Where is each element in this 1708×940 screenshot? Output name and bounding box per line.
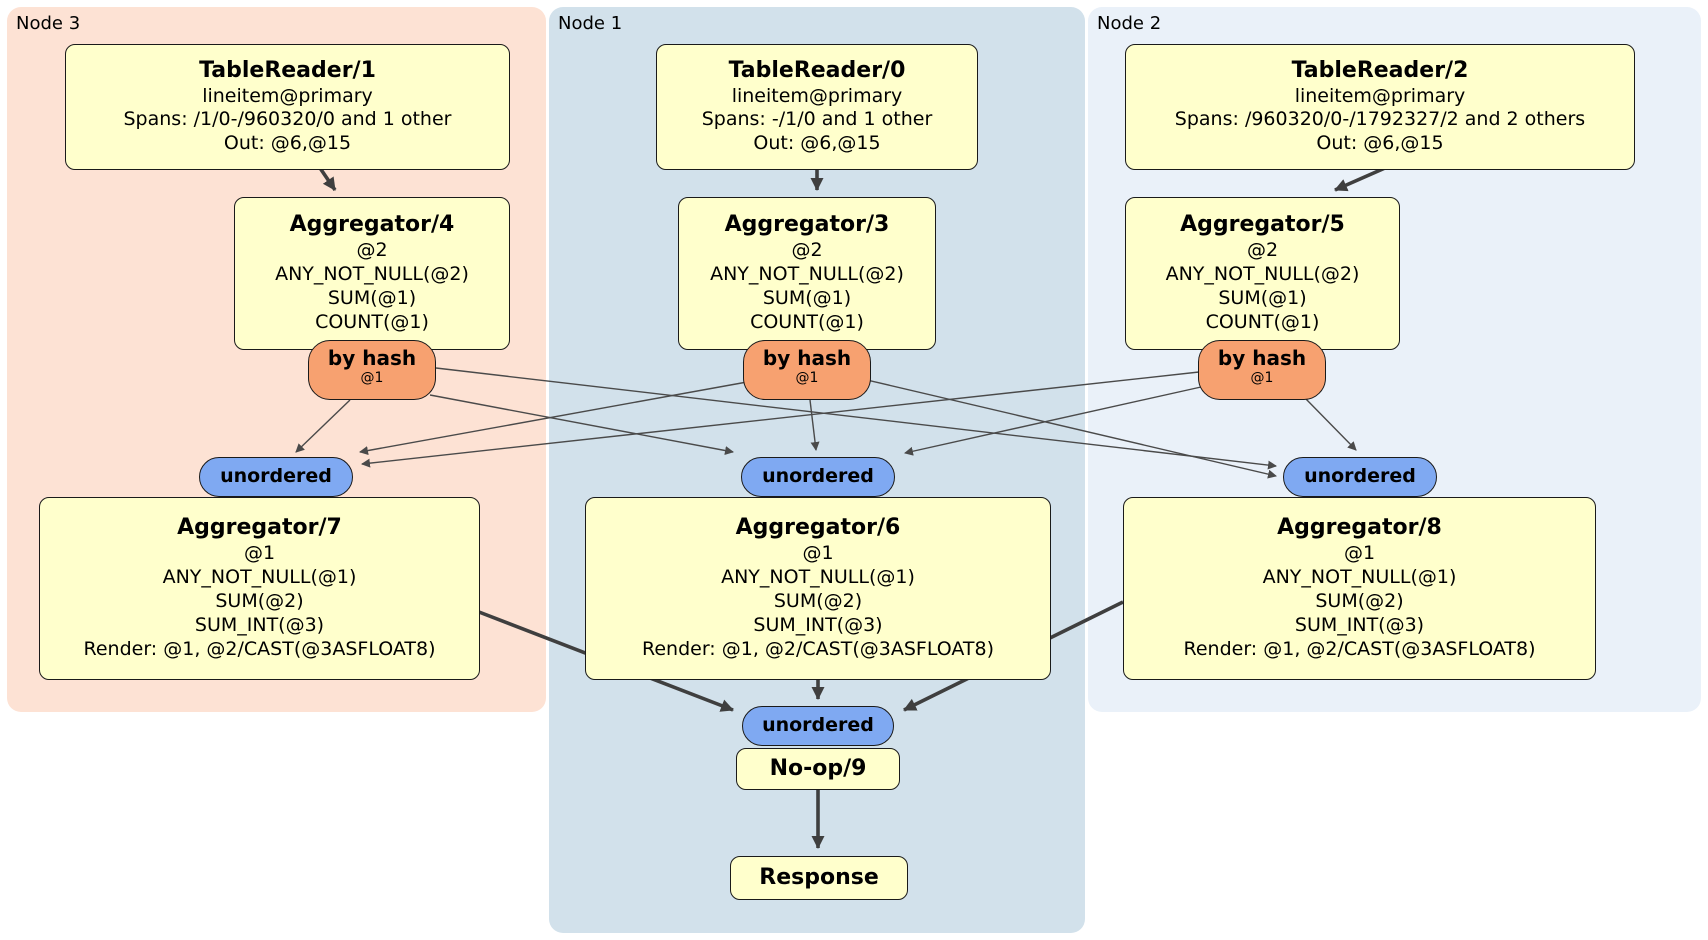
aggregator-3-box: Aggregator/3 @2 ANY_NOT_NULL(@2) SUM(@1)… bbox=[678, 197, 936, 350]
tablereader-0-box: TableReader/0 lineitem@primary Spans: -/… bbox=[656, 44, 978, 170]
aggregator-4-box: Aggregator/4 @2 ANY_NOT_NULL(@2) SUM(@1)… bbox=[234, 197, 510, 350]
op-detail-line: Spans: /960320/0-/1792327/2 and 2 others bbox=[1174, 108, 1586, 131]
node1-label: Node 1 bbox=[558, 13, 623, 34]
op-title: TableReader/1 bbox=[199, 57, 376, 83]
unordered-sync-pill: unordered bbox=[741, 457, 895, 497]
hash-router-pill: by hash @1 bbox=[743, 340, 871, 400]
op-title: Aggregator/6 bbox=[735, 515, 901, 541]
op-detail-line: SUM(@1) bbox=[1218, 286, 1307, 309]
op-detail-line: SUM(@1) bbox=[762, 286, 852, 309]
node2-label: Node 2 bbox=[1097, 13, 1162, 34]
op-detail-line: Render: @1, @2/CAST(@3ASFLOAT8) bbox=[1183, 637, 1536, 660]
op-detail-line: lineitem@primary bbox=[1294, 84, 1466, 107]
op-title: Aggregator/3 bbox=[724, 212, 890, 238]
op-detail-line: lineitem@primary bbox=[731, 84, 903, 107]
op-detail-line: SUM(@2) bbox=[1315, 589, 1404, 612]
unordered-sync-pill: unordered bbox=[199, 457, 353, 497]
hash-router-pill: by hash @1 bbox=[1198, 340, 1326, 400]
aggregator-6-box: Aggregator/6 @1 ANY_NOT_NULL(@1) SUM(@2)… bbox=[585, 497, 1051, 680]
tablereader-2-box: TableReader/2 lineitem@primary Spans: /9… bbox=[1125, 44, 1635, 170]
op-detail-line: SUM(@2) bbox=[773, 589, 863, 612]
op-detail-line: Out: @6,@15 bbox=[1316, 132, 1444, 155]
unordered-sync-pill: unordered bbox=[742, 706, 894, 746]
op-detail-line: ANY_NOT_NULL(@2) bbox=[275, 262, 469, 285]
op-detail-line: @1 bbox=[1343, 542, 1376, 565]
router-detail: @1 bbox=[795, 370, 819, 386]
op-detail-line: Out: @6,@15 bbox=[223, 132, 352, 155]
op-detail-line: SUM_INT(@3) bbox=[194, 613, 325, 636]
hash-router-pill: by hash @1 bbox=[308, 340, 436, 400]
op-title: Aggregator/8 bbox=[1277, 515, 1442, 541]
op-detail-line: Out: @6,@15 bbox=[753, 132, 881, 155]
op-detail-line: ANY_NOT_NULL(@1) bbox=[1262, 566, 1457, 588]
noop-9-box: No-op/9 bbox=[736, 748, 900, 790]
aggregator-7-box: Aggregator/7 @1 ANY_NOT_NULL(@1) SUM(@2)… bbox=[39, 497, 480, 680]
aggregator-5-box: Aggregator/5 @2 ANY_NOT_NULL(@2) SUM(@1)… bbox=[1125, 197, 1400, 350]
op-detail-line: SUM_INT(@3) bbox=[1294, 613, 1425, 636]
op-detail-line: @2 bbox=[791, 239, 823, 262]
op-detail-line: SUM(@2) bbox=[215, 589, 304, 612]
node3-label: Node 3 bbox=[16, 13, 81, 34]
response-box: Response bbox=[730, 856, 908, 900]
op-detail-line: ANY_NOT_NULL(@1) bbox=[721, 566, 915, 588]
op-detail-line: Spans: -/1/0 and 1 other bbox=[701, 108, 933, 131]
op-detail-line: lineitem@primary bbox=[202, 84, 373, 107]
op-title: Aggregator/7 bbox=[177, 515, 342, 541]
op-detail-line: SUM(@1) bbox=[327, 286, 417, 309]
router-detail: @1 bbox=[360, 370, 384, 386]
router-label: by hash bbox=[762, 346, 852, 370]
router-label: by hash bbox=[327, 346, 417, 370]
op-detail-line: SUM_INT(@3) bbox=[753, 613, 883, 636]
op-detail-line: @2 bbox=[356, 239, 388, 262]
router-detail: @1 bbox=[1250, 370, 1274, 386]
op-title: No-op/9 bbox=[769, 755, 867, 781]
op-detail-line: @1 bbox=[243, 542, 276, 565]
op-title: TableReader/0 bbox=[728, 57, 906, 83]
op-detail-line: Render: @1, @2/CAST(@3ASFLOAT8) bbox=[83, 637, 436, 660]
op-detail-line: Render: @1, @2/CAST(@3ASFLOAT8) bbox=[642, 637, 994, 660]
op-detail-line: COUNT(@1) bbox=[1205, 310, 1320, 333]
tablereader-1-box: TableReader/1 lineitem@primary Spans: /1… bbox=[65, 44, 510, 170]
op-detail-line: ANY_NOT_NULL(@1) bbox=[162, 566, 357, 588]
unordered-sync-pill: unordered bbox=[1283, 457, 1437, 497]
op-detail-line: ANY_NOT_NULL(@2) bbox=[1165, 262, 1360, 285]
op-detail-line: Spans: /1/0-/960320/0 and 1 other bbox=[123, 108, 452, 131]
op-detail-line: COUNT(@1) bbox=[315, 310, 429, 333]
op-detail-line: ANY_NOT_NULL(@2) bbox=[710, 262, 904, 285]
router-label: by hash bbox=[1217, 346, 1307, 370]
op-title: Aggregator/5 bbox=[1180, 212, 1345, 238]
aggregator-8-box: Aggregator/8 @1 ANY_NOT_NULL(@1) SUM(@2)… bbox=[1123, 497, 1596, 680]
op-title: Response bbox=[759, 864, 879, 890]
op-detail-line: @2 bbox=[1246, 239, 1279, 262]
op-detail-line: @1 bbox=[802, 542, 834, 565]
op-detail-line: COUNT(@1) bbox=[750, 310, 864, 333]
op-title: Aggregator/4 bbox=[289, 212, 455, 238]
op-title: TableReader/2 bbox=[1291, 57, 1469, 83]
